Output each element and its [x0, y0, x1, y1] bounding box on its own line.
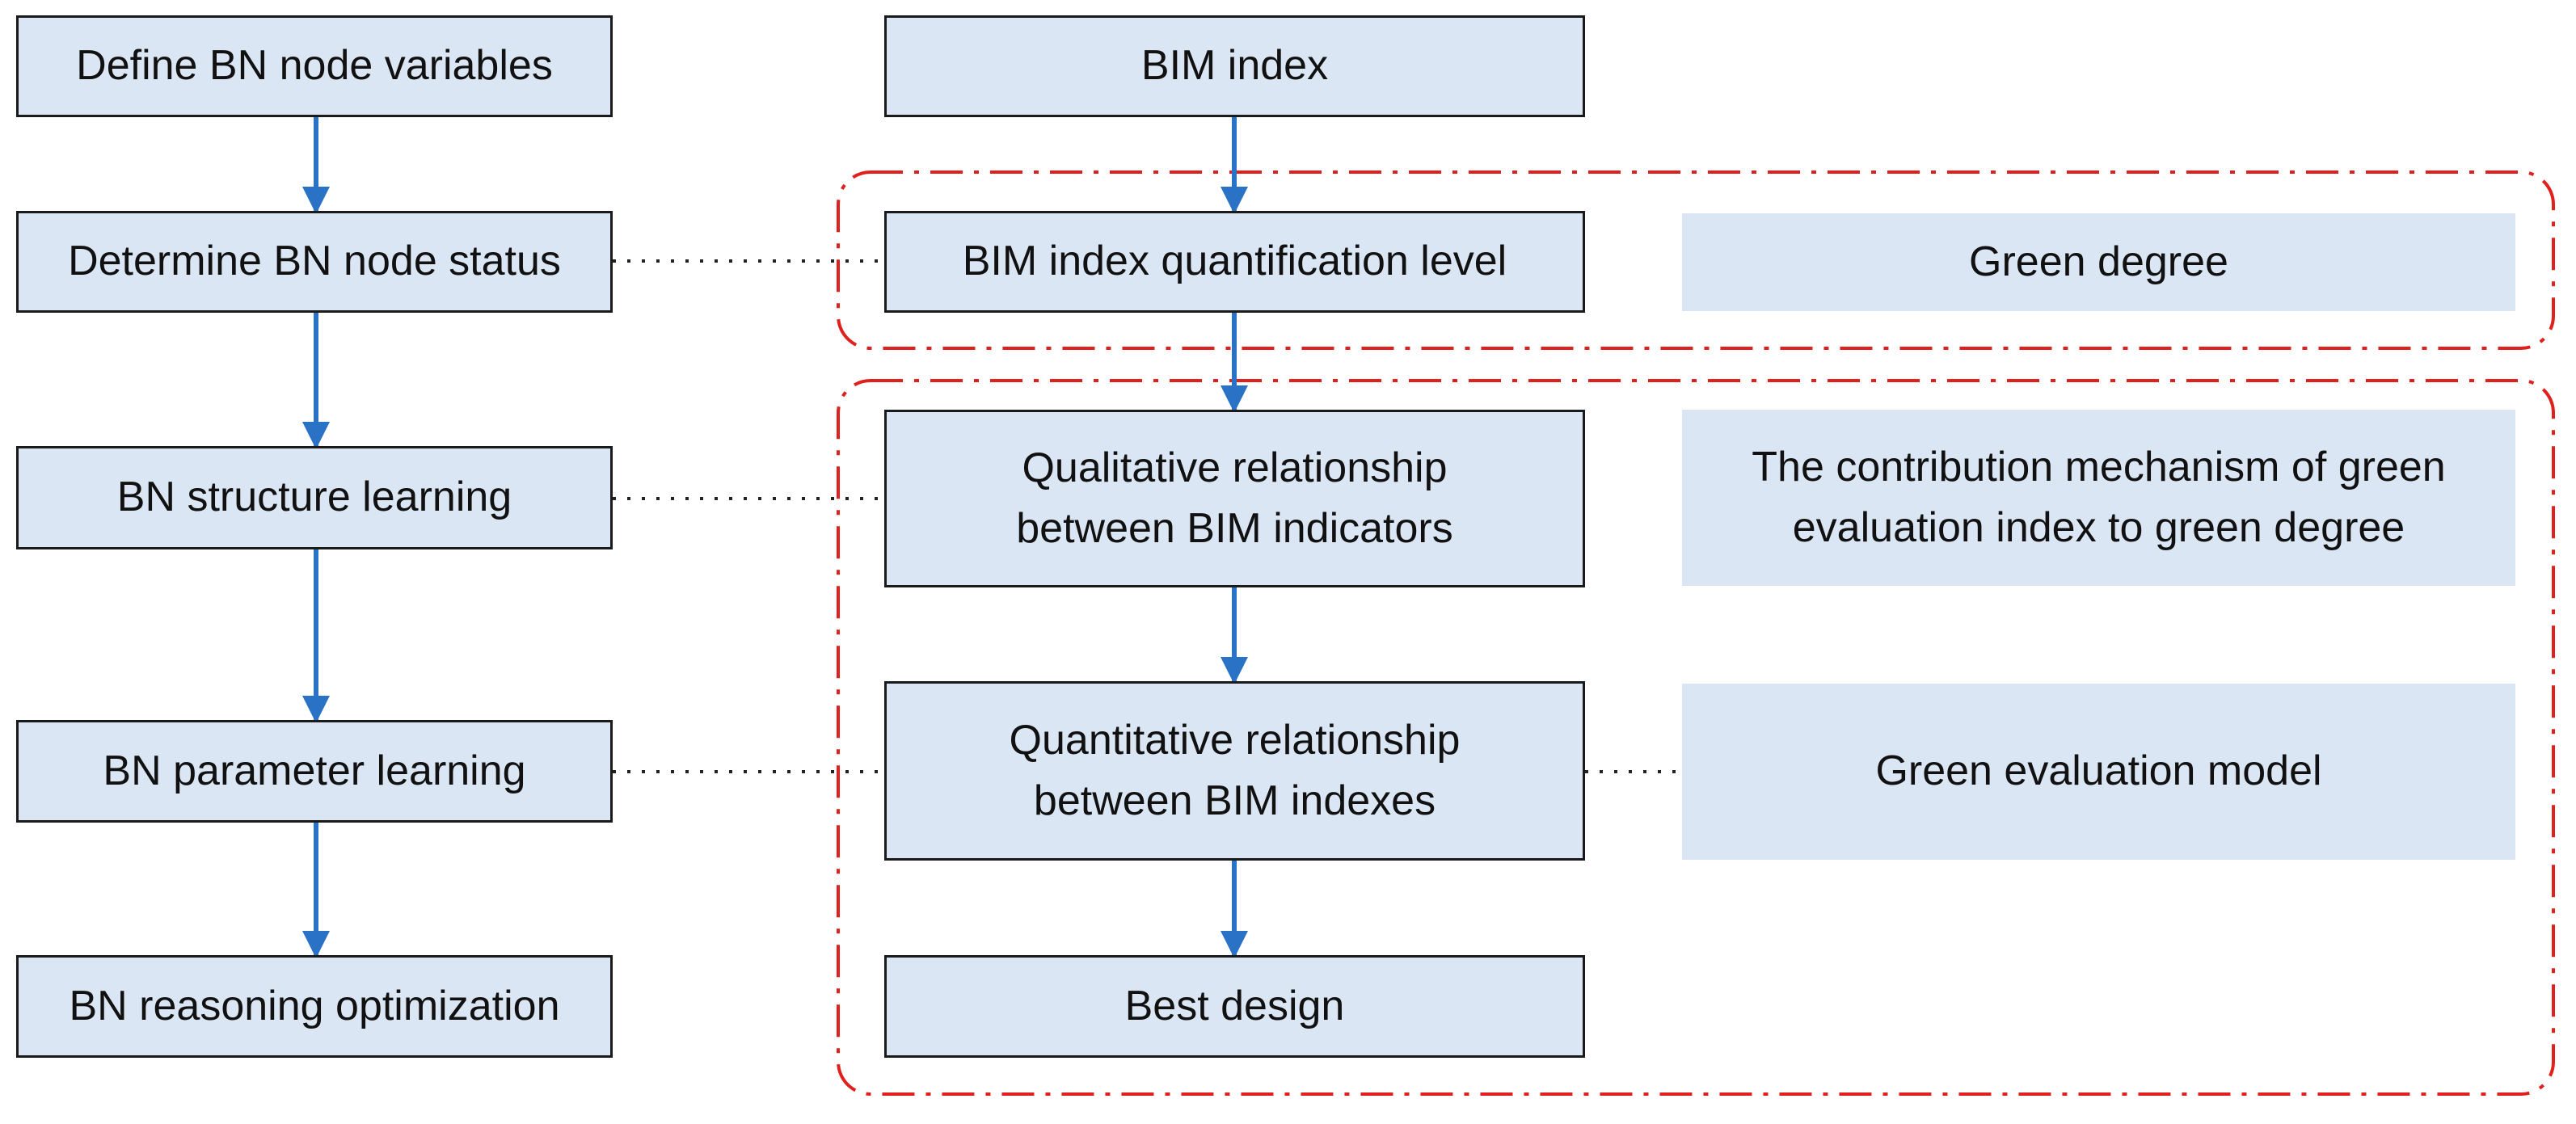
region-quantification	[837, 170, 2555, 350]
step-bn-reasoning-optimization: BN reasoning optimization	[16, 955, 613, 1058]
step-label: BN reasoning optimization	[69, 982, 560, 1029]
green-label-line: evaluation index to green degree	[1792, 504, 2405, 551]
bim-index-quantification-level-box: BIM index quantification level	[884, 211, 1585, 313]
step-bn-parameter-learning: BN parameter learning	[16, 720, 613, 823]
green-label-line: The contribution mechanism of green	[1752, 443, 2446, 490]
bim-label-line: Quantitative relationship	[1009, 716, 1461, 764]
step-label: BN parameter learning	[103, 747, 526, 794]
step-label: Determine BN node status	[68, 238, 561, 285]
region-relationships	[837, 379, 2555, 1096]
bim-label-line: between BIM indexes	[1033, 777, 1436, 824]
step-label: Define BN node variables	[76, 42, 553, 90]
green-label-line: Green evaluation model	[1875, 747, 2322, 795]
step-bn-structure-learning: BN structure learning	[16, 446, 613, 549]
green-degree-box: Green degree	[1682, 213, 2515, 311]
bim-label-line: BIM index quantification level	[962, 238, 1507, 285]
bim-label-line: Best design	[1124, 982, 1345, 1029]
qualitative-relationship-box: Qualitative relationship between BIM ind…	[884, 410, 1585, 587]
step-determine-bn-node-status: Determine BN node status	[16, 211, 613, 313]
contribution-mechanism-box: The contribution mechanism of green eval…	[1682, 410, 2515, 586]
best-design-box: Best design	[884, 955, 1585, 1058]
bim-label-line: Qualitative relationship	[1022, 444, 1448, 491]
green-label-line: Green degree	[1969, 238, 2228, 285]
bim-label-line: BIM index	[1140, 42, 1329, 90]
bim-label-line: between BIM indicators	[1016, 505, 1453, 552]
step-define-bn-node-variables: Define BN node variables	[16, 15, 613, 117]
bim-index-box: BIM index	[884, 15, 1585, 117]
green-evaluation-model-box: Green evaluation model	[1682, 684, 2515, 860]
step-label: BN structure learning	[116, 474, 512, 521]
quantitative-relationship-box: Quantitative relationship between BIM in…	[884, 681, 1585, 861]
